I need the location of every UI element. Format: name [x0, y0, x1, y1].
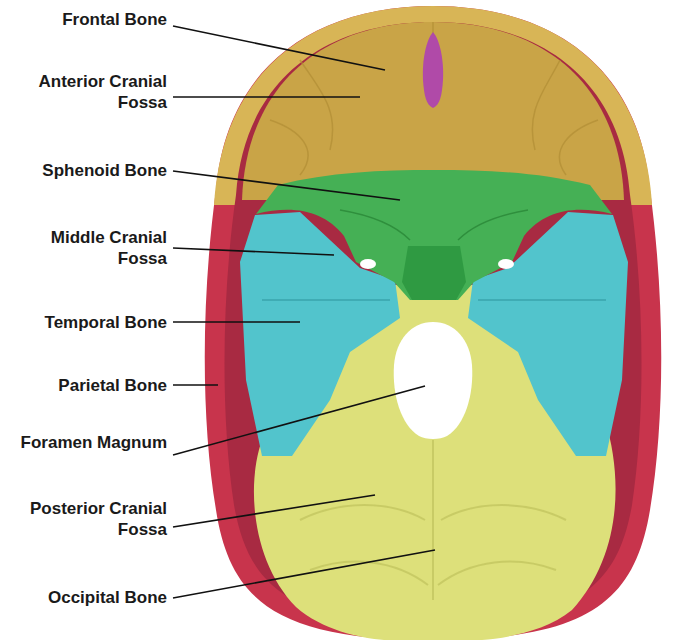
- leader-line: [173, 321, 300, 323]
- part-label: Sphenoid Bone: [5, 160, 167, 181]
- part-label: Posterior Cranial Fossa: [5, 498, 167, 540]
- leader-line: [173, 248, 334, 255]
- leader-line: [173, 26, 385, 70]
- leader-line: [173, 386, 425, 455]
- parietal-bone-rim: [205, 6, 662, 640]
- sphenoid-bone: [256, 170, 612, 300]
- leader-line: [173, 495, 375, 527]
- foramen-magnum: [394, 322, 473, 439]
- part-label: Parietal Bone: [5, 375, 167, 396]
- leader-lines: [173, 26, 435, 598]
- leader-line: [173, 384, 218, 386]
- part-label: Anterior Cranial Fossa: [5, 71, 167, 113]
- part-label: Foramen Magnum: [5, 432, 167, 453]
- leader-line: [173, 96, 360, 98]
- crista-galli: [423, 32, 443, 108]
- part-label: Middle Cranial Fossa: [5, 227, 167, 269]
- occipital-ridges: [300, 440, 566, 600]
- foramen-left: [360, 259, 376, 269]
- foramen-right: [498, 259, 514, 269]
- part-label: Temporal Bone: [5, 312, 167, 333]
- leader-line: [173, 550, 435, 598]
- sphenoid-wing-detail: [340, 210, 528, 240]
- leader-line: [173, 171, 400, 200]
- sphenoid-body: [402, 246, 466, 300]
- part-label: Frontal Bone: [5, 9, 167, 30]
- fossa-ridges: [270, 22, 598, 175]
- part-label: Occipital Bone: [5, 587, 167, 608]
